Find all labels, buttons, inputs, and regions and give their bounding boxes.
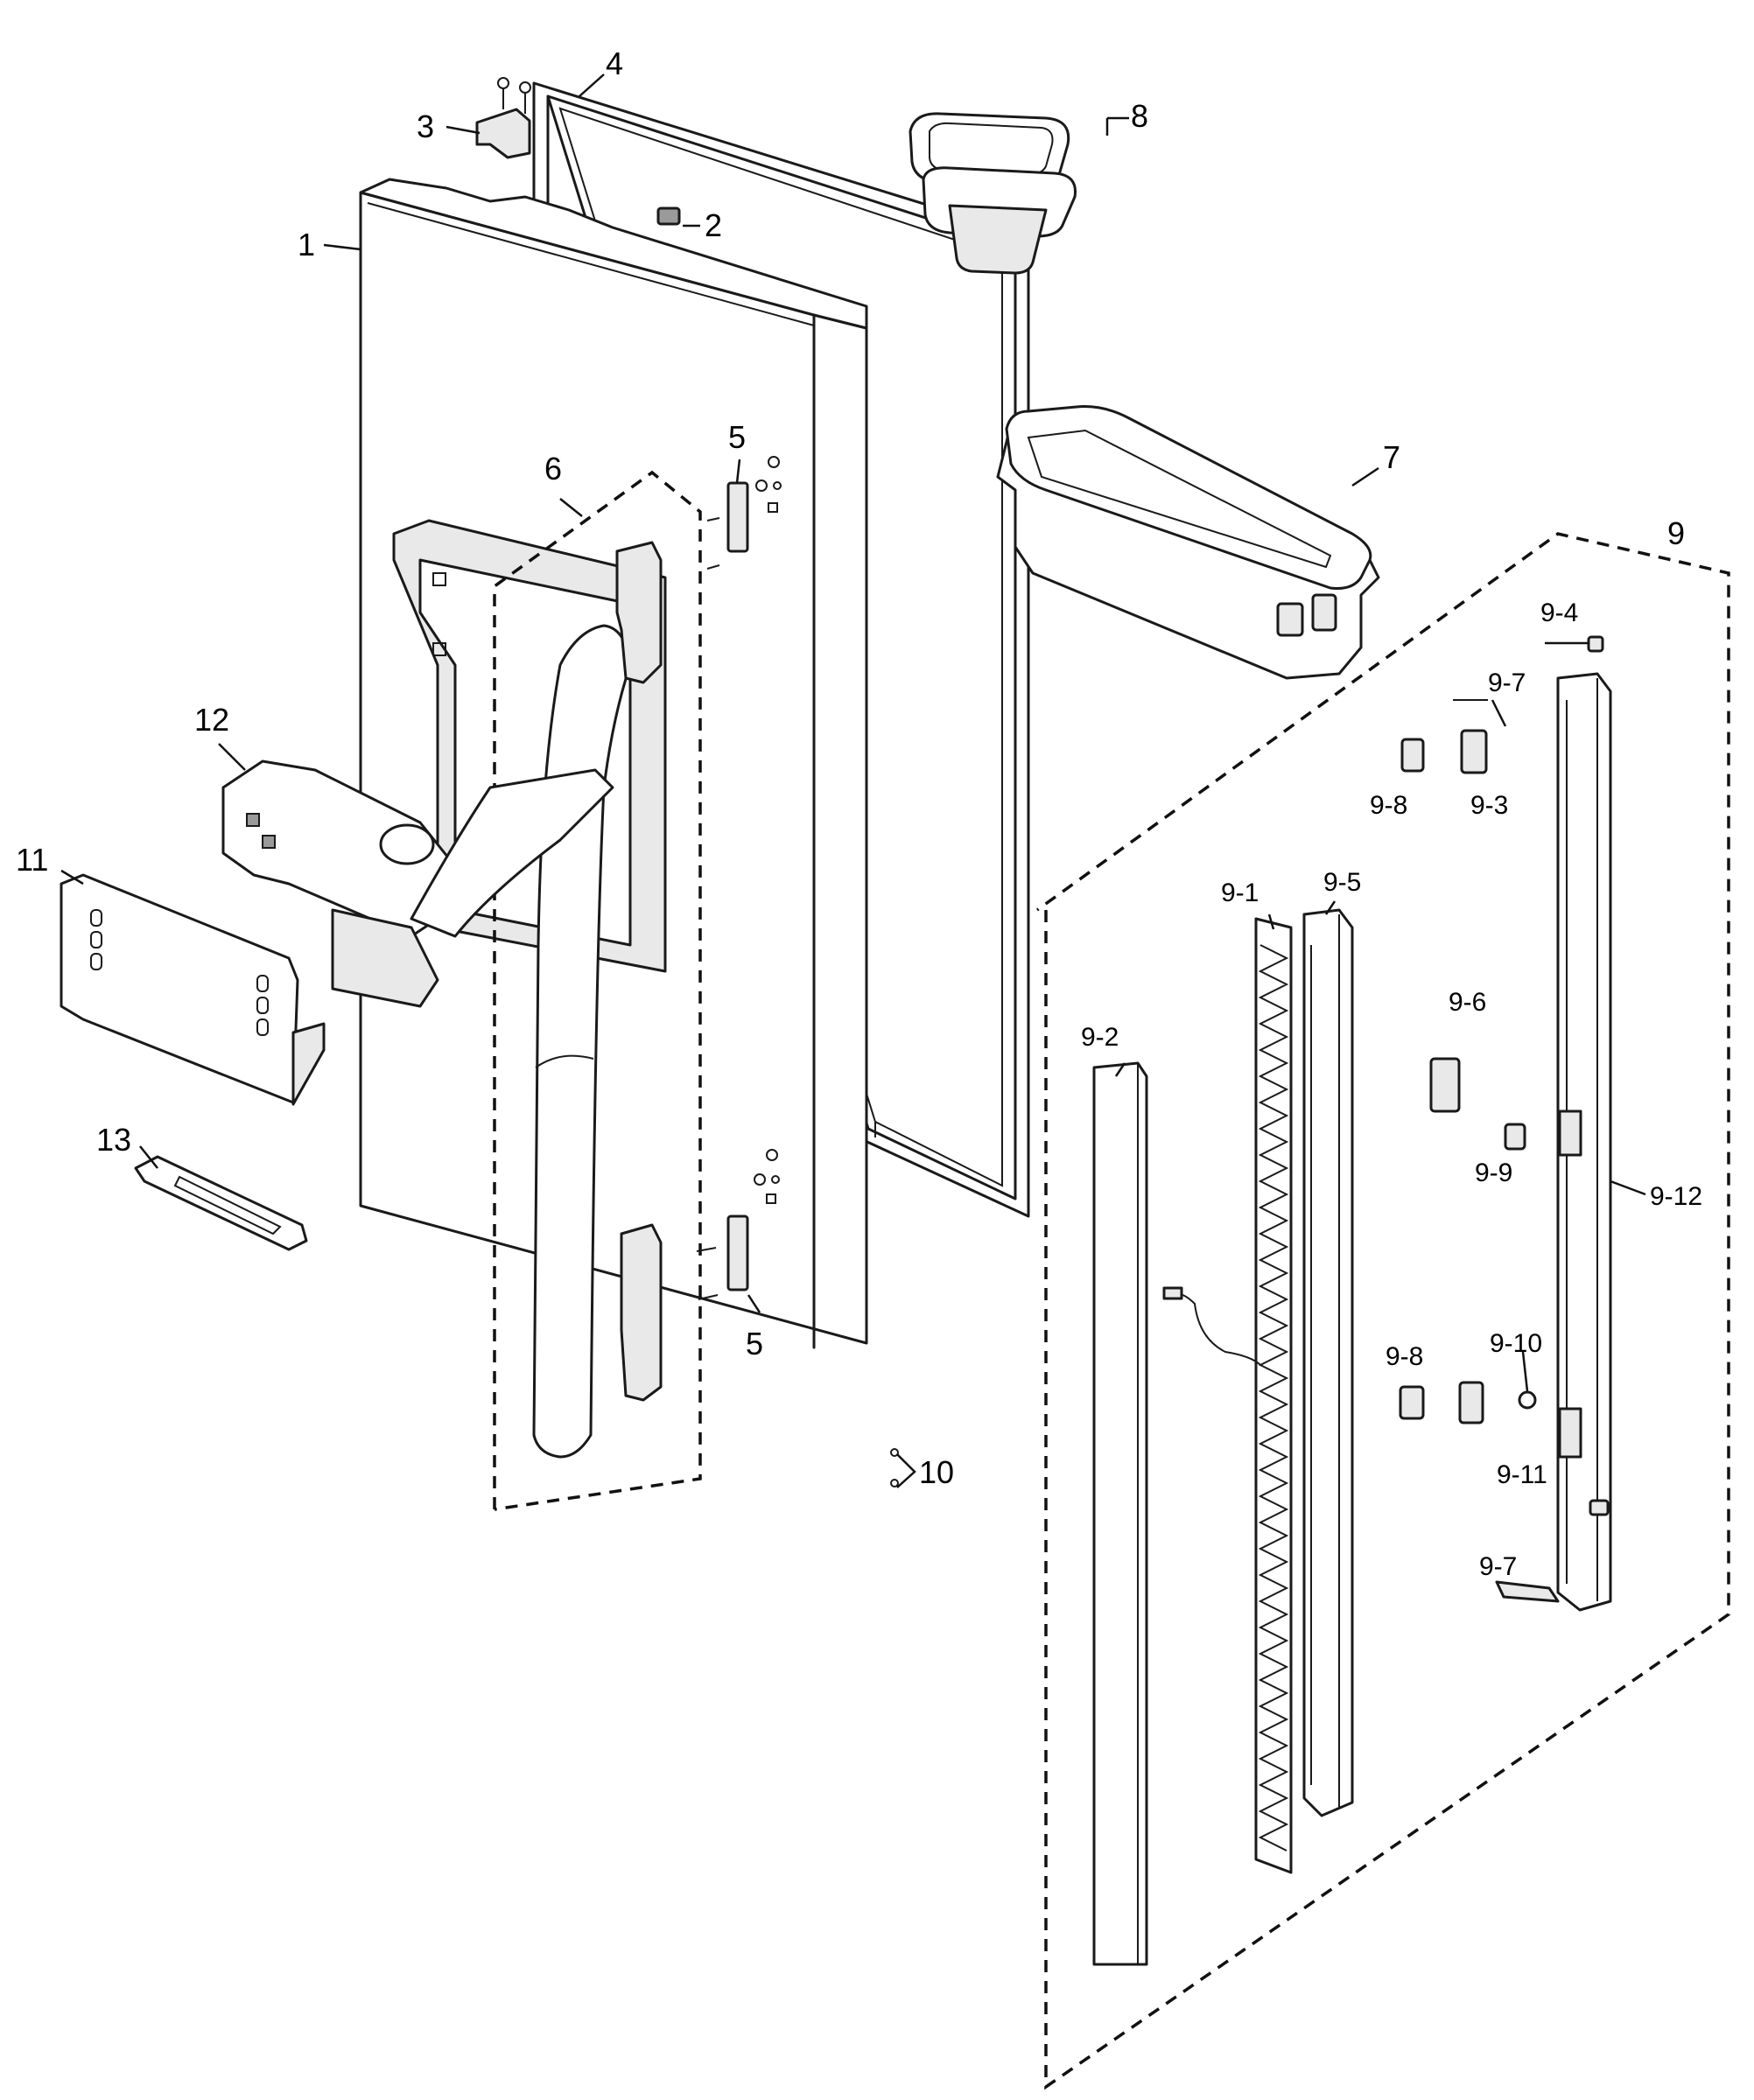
door-bin-large-part: [996, 405, 1380, 680]
mullion-hinge-parts: [1399, 635, 1610, 1603]
drip-tray-part: [134, 1155, 308, 1251]
callout-5-top: 5: [728, 419, 746, 455]
callout-13: 13: [96, 1122, 131, 1158]
control-panel-part: [60, 873, 326, 1106]
small-clip-part: [656, 206, 681, 226]
callout-9-7-bottom: 9-7: [1479, 1552, 1517, 1581]
callout-9-3: 9-3: [1470, 791, 1508, 820]
callout-6: 6: [544, 451, 562, 486]
mullion-housing-part: [1556, 672, 1612, 1612]
callout-4: 4: [606, 46, 623, 81]
callout-9-7-top: 9-7: [1488, 668, 1526, 697]
screw-pair-part: [890, 1448, 899, 1488]
door-panel-part: [359, 178, 868, 1349]
heater-strip-part: [1162, 917, 1293, 1874]
callout-9-2: 9-2: [1081, 1023, 1119, 1052]
callout-3: 3: [417, 108, 434, 144]
hinge-bracket-part: [475, 77, 531, 159]
door-bin-small-part: [909, 112, 1077, 275]
leader-lines: [60, 74, 1646, 1488]
mullion-cover-part: [1092, 1061, 1148, 1966]
callout-9-10: 9-10: [1490, 1329, 1542, 1358]
callout-2: 2: [705, 207, 722, 243]
callout-9-1: 9-1: [1221, 878, 1259, 907]
callout-9-6: 9-6: [1449, 988, 1486, 1017]
callout-7: 7: [1383, 439, 1400, 475]
latch-bottom-part: [696, 1214, 749, 1300]
callout-12: 12: [194, 702, 229, 738]
callout-8: 8: [1131, 98, 1148, 134]
callout-9-11: 9-11: [1497, 1460, 1547, 1489]
callout-9-4: 9-4: [1540, 598, 1578, 627]
callout-10: 10: [919, 1454, 954, 1490]
callout-1: 1: [298, 227, 315, 262]
dispenser-housing-part: [221, 760, 614, 1008]
callout-9-8-bottom: 9-8: [1386, 1342, 1423, 1371]
callout-11: 11: [16, 842, 48, 878]
callout-9-12: 9-12: [1650, 1182, 1702, 1211]
callout-9: 9: [1667, 515, 1685, 551]
callout-9-5: 9-5: [1323, 868, 1361, 897]
mullion-frame-part: [1302, 908, 1354, 1817]
callout-9-8-top: 9-8: [1370, 791, 1407, 820]
callout-5-bottom: 5: [746, 1326, 763, 1362]
callout-9-9: 9-9: [1475, 1158, 1512, 1187]
sub-assembly-9-boundary: [1035, 532, 1730, 2090]
